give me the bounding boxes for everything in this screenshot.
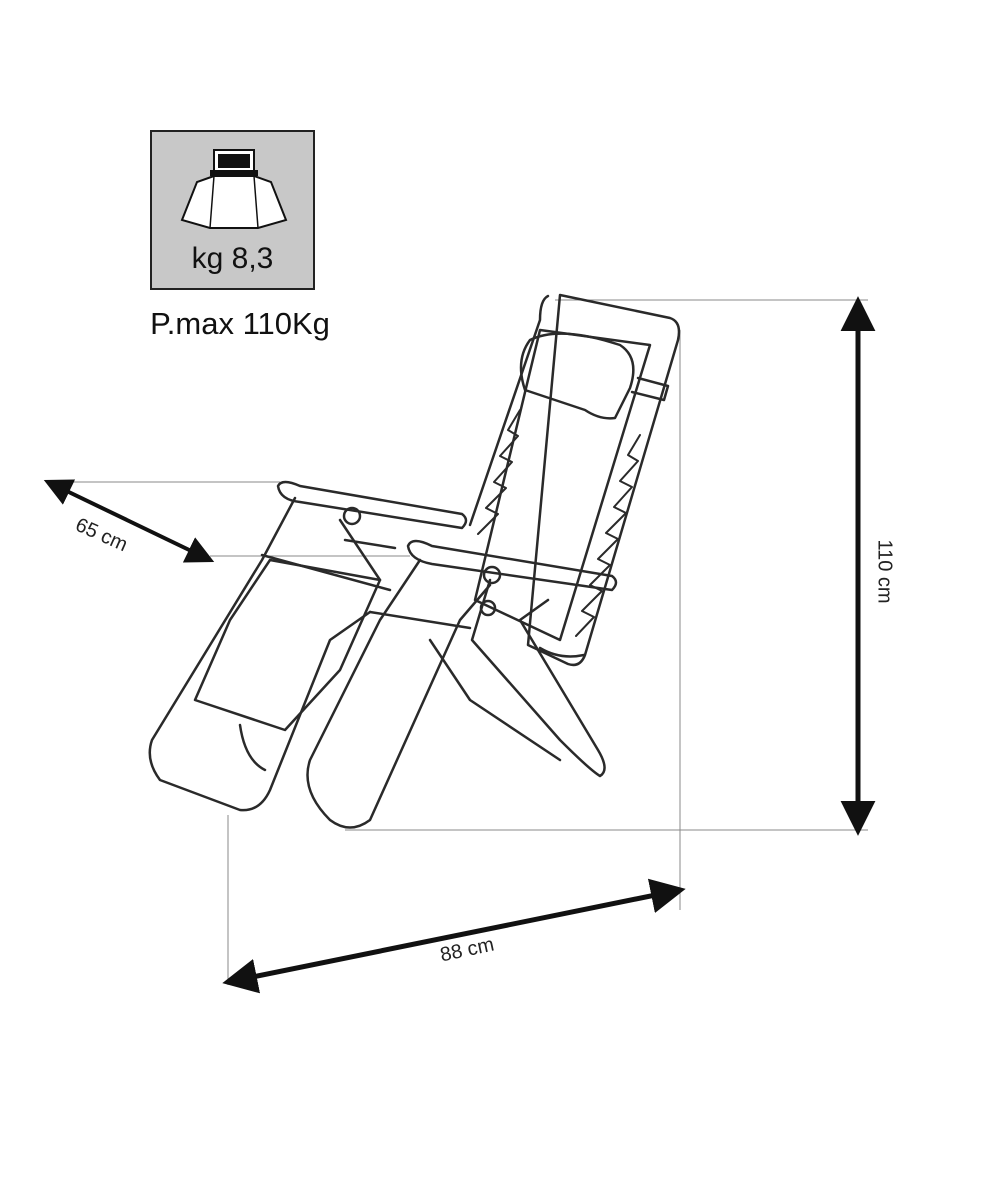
depth-dimension-arrow [43, 479, 215, 563]
height-dimension-label: 110 cm [873, 539, 896, 604]
right-armrest [406, 539, 618, 592]
chair-outline [148, 293, 681, 829]
weight-badge: kg 8,3 [150, 130, 315, 290]
right-springs [575, 434, 641, 637]
rear-leg [470, 578, 606, 778]
headrest-pillow [519, 332, 635, 420]
front-left-leg [148, 496, 372, 812]
weight-value: kg 8,3 [191, 242, 274, 275]
max-load-label: P.max 110Kg [150, 306, 330, 341]
left-armrest [276, 480, 468, 530]
length-dimension-arrow [222, 878, 686, 994]
bag-weight-icon [180, 149, 288, 229]
back-fabric [473, 328, 652, 642]
guide-lines [48, 299, 868, 985]
front-right-leg [306, 558, 492, 829]
back-frame [526, 293, 681, 667]
seat-fabric [193, 558, 382, 732]
left-springs [477, 409, 521, 535]
